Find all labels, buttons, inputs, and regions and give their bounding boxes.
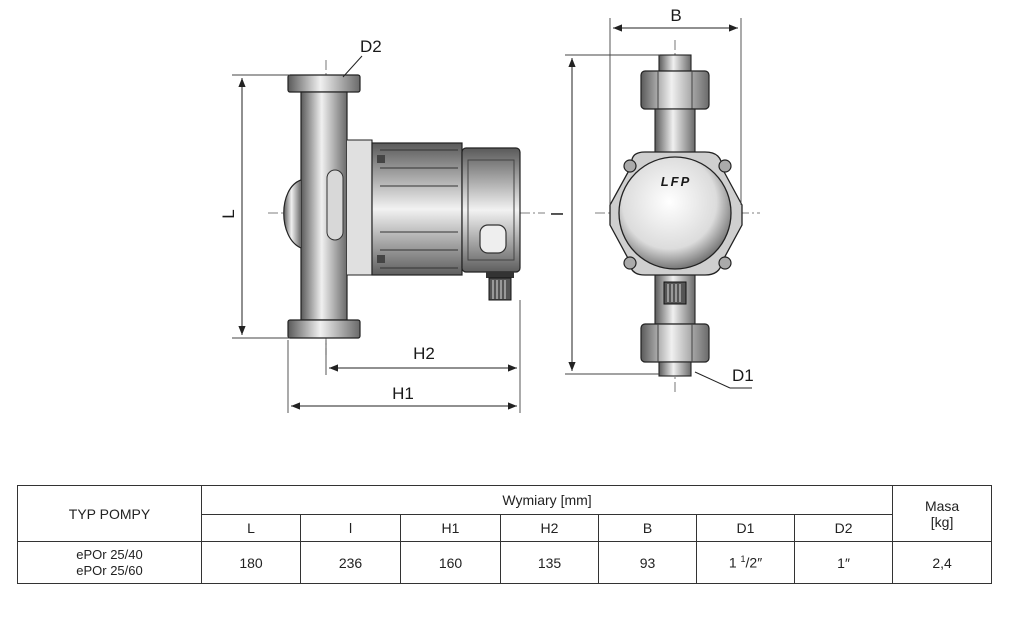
d1-whole: 1 — [728, 554, 737, 571]
column-header-h2: H2 — [500, 514, 599, 542]
model-name: ePOr 25/60 — [76, 562, 143, 578]
cell-l: 180 — [201, 541, 301, 584]
cell-h1: 160 — [400, 541, 501, 584]
label-l-lower: l — [548, 212, 567, 216]
d1-numerator: 1 — [740, 554, 746, 565]
header-mass-unit: [kg] — [930, 513, 954, 530]
dimension-l-lower: l — [548, 54, 660, 375]
label-l-upper: L — [219, 209, 238, 218]
cell-d1: 1 1/2″ — [696, 541, 795, 584]
dimension-d2: D2 — [342, 37, 382, 78]
cell-mass: 2,4 — [892, 541, 993, 584]
header-mass: Masa [kg] — [892, 485, 993, 542]
column-header-d2: D2 — [793, 514, 894, 542]
pump-head: LFP — [609, 151, 743, 305]
cell-models: ePOr 25/40 ePOr 25/60 — [17, 541, 202, 584]
dimension-b: B — [609, 6, 742, 205]
column-header-d1: D1 — [696, 514, 795, 542]
column-header-l: L — [201, 514, 301, 542]
header-pump-type: TYP POMPY — [17, 485, 202, 542]
d1-unit: ″ — [757, 554, 763, 571]
dimension-l-upper: L — [219, 74, 290, 339]
brand-logo: LFP — [661, 174, 692, 189]
cell-d2: 1″ — [793, 541, 894, 584]
label-d1: D1 — [732, 366, 754, 385]
header-dimensions: Wymiary [mm] — [200, 485, 894, 515]
pump-side-view: D2 L H2 H1 — [219, 37, 545, 413]
pump-front-view: LFP B l D1 — [548, 6, 760, 395]
column-header-h1: H1 — [400, 514, 501, 542]
top-union-nut — [640, 54, 710, 155]
pump-dimensions-table: TYP POMPY Wymiary [mm] Masa [kg] L l H1 … — [17, 485, 993, 584]
label-h1: H1 — [392, 384, 414, 403]
d1-denominator: /2 — [745, 554, 758, 571]
dimension-h1: H1 — [287, 340, 521, 413]
model-name: ePOr 25/40 — [76, 546, 143, 562]
label-h2: H2 — [413, 344, 435, 363]
cell-b: 93 — [598, 541, 697, 584]
cell-l-lower: 236 — [300, 541, 401, 584]
column-header-l-lower: l — [300, 514, 401, 542]
pump-housing — [283, 74, 373, 339]
dimension-h2: H2 — [325, 300, 521, 375]
column-header-b: B — [598, 514, 697, 542]
label-b: B — [670, 6, 681, 25]
cell-h2: 135 — [500, 541, 599, 584]
pump-technical-drawing: D2 L H2 H1 — [219, 6, 760, 413]
header-mass-label: Masa — [924, 497, 960, 514]
table-row: ePOr 25/40 ePOr 25/60 180 236 160 135 93… — [17, 541, 993, 584]
dimension-d1: D1 — [694, 366, 754, 389]
pump-motor — [371, 142, 521, 301]
label-d2: D2 — [360, 37, 382, 56]
